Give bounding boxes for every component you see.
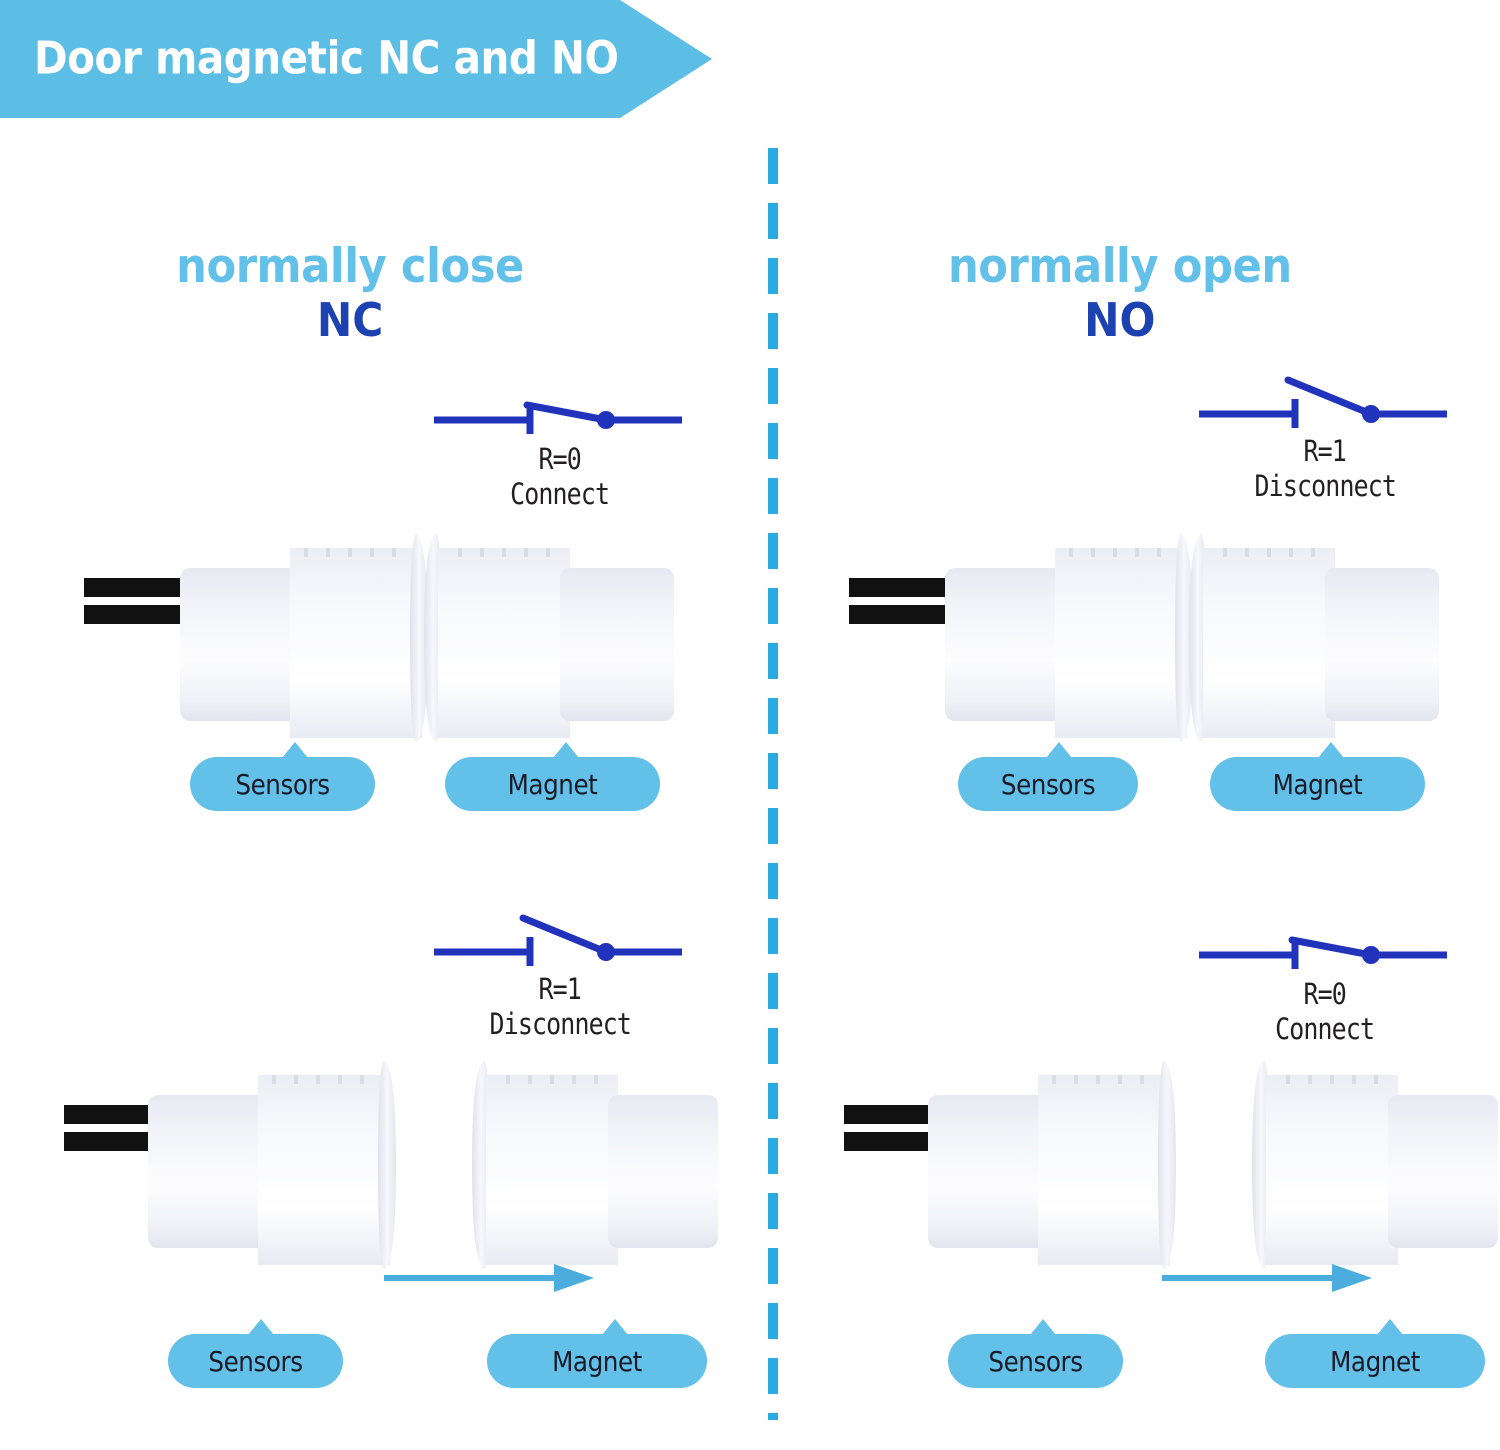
switch-symbol-nc-open: R=1 Disconnect bbox=[430, 910, 690, 1043]
column-heading-nc-abbr-text: NC bbox=[316, 293, 384, 347]
arrow-right-icon bbox=[384, 1264, 594, 1292]
callout-tail bbox=[1318, 742, 1344, 758]
move-arrow-no-closed bbox=[1160, 1262, 1380, 1299]
callout-magnet-label: Magnet bbox=[552, 1344, 642, 1378]
banner-title-text: Door magnetic NC and NO bbox=[34, 31, 619, 85]
callout-tail bbox=[553, 742, 579, 758]
switch-symbol-no-closed: R=0 Connect bbox=[1195, 915, 1455, 1048]
column-heading-no-title: normally open bbox=[800, 243, 1440, 290]
callout-tail bbox=[602, 1319, 628, 1335]
device-pair-nc-open bbox=[60, 1055, 720, 1280]
column-heading-nc-abbr: NC bbox=[30, 293, 670, 347]
sensor-magnet-assembly bbox=[84, 534, 674, 742]
switch-closed-icon bbox=[1199, 936, 1447, 969]
column-heading-no-abbr-text: NO bbox=[1084, 293, 1156, 347]
status-label: Disconnect bbox=[489, 1007, 631, 1042]
resistance-label: R=0 bbox=[538, 442, 582, 476]
arrow-right-icon bbox=[1162, 1264, 1372, 1292]
banner-title: Door magnetic NC and NO bbox=[34, 31, 683, 84]
sensor-magnet-assembly-separated bbox=[844, 1061, 1498, 1269]
switch-caption-no-open: R=1 Disconnect bbox=[1195, 434, 1455, 505]
callout-magnet-label: Magnet bbox=[507, 767, 598, 801]
callout-sensors-label: Sensors bbox=[208, 1344, 303, 1378]
callout-tail bbox=[1046, 742, 1072, 758]
callout-magnet-no-open: Magnet bbox=[1210, 742, 1425, 811]
callout-sensors-nc-closed: Sensors bbox=[190, 742, 375, 811]
callout-sensors-label: Sensors bbox=[988, 1344, 1083, 1378]
callout-sensors-no-closed: Sensors bbox=[948, 1319, 1123, 1388]
resistance-label: R=1 bbox=[538, 972, 582, 1006]
callout-tail bbox=[1377, 1319, 1403, 1335]
callout-sensors-label: Sensors bbox=[1000, 767, 1096, 801]
switch-symbol-no-open: R=1 Disconnect bbox=[1195, 372, 1455, 505]
move-arrow-nc-open bbox=[382, 1262, 602, 1299]
switch-open-icon bbox=[1199, 376, 1447, 428]
column-divider bbox=[768, 148, 778, 1420]
callout-sensors-nc-open: Sensors bbox=[168, 1319, 343, 1388]
switch-open-icon bbox=[434, 914, 682, 966]
status-label: Connect bbox=[510, 477, 610, 512]
resistance-label: R=1 bbox=[1303, 434, 1347, 468]
device-pair-nc-closed bbox=[80, 530, 680, 750]
switch-symbol-nc-closed: R=0 Connect bbox=[430, 380, 690, 513]
callout-magnet-nc-open: Magnet bbox=[487, 1319, 707, 1388]
switch-caption-nc-closed: R=0 Connect bbox=[430, 442, 690, 513]
magnet-flange bbox=[424, 534, 442, 742]
status-label: Disconnect bbox=[1254, 469, 1396, 504]
callout-tail bbox=[1030, 1319, 1056, 1335]
switch-closed-icon bbox=[434, 401, 682, 434]
column-heading-nc: normally close NC bbox=[30, 243, 670, 344]
sensor-magnet-assembly-separated bbox=[64, 1061, 718, 1269]
column-heading-no: normally open NO bbox=[800, 243, 1440, 344]
device-pair-no-closed bbox=[840, 1055, 1500, 1280]
status-label: Connect bbox=[1275, 1012, 1375, 1047]
device-pair-no-open bbox=[845, 530, 1445, 750]
column-heading-no-abbr: NO bbox=[800, 293, 1440, 347]
column-heading-nc-text: normally close bbox=[176, 239, 524, 294]
switch-caption-nc-open: R=1 Disconnect bbox=[430, 972, 690, 1043]
resistance-label: R=0 bbox=[1303, 977, 1347, 1011]
column-heading-no-text: normally open bbox=[948, 239, 1292, 294]
callout-sensors-no-open: Sensors bbox=[958, 742, 1138, 811]
column-heading-nc-title: normally close bbox=[30, 243, 670, 290]
ridge-notches bbox=[304, 548, 396, 557]
header-banner: Door magnetic NC and NO bbox=[0, 0, 712, 118]
switch-caption-no-closed: R=0 Connect bbox=[1195, 977, 1455, 1048]
callout-magnet-no-closed: Magnet bbox=[1265, 1319, 1485, 1388]
callout-magnet-label: Magnet bbox=[1272, 767, 1363, 801]
callout-sensors-label: Sensors bbox=[235, 767, 330, 801]
sensor-magnet-assembly bbox=[849, 534, 1439, 742]
callout-tail bbox=[282, 742, 308, 758]
callout-magnet-label: Magnet bbox=[1330, 1344, 1420, 1378]
banner-arrow-shape bbox=[0, 0, 712, 118]
callout-magnet-nc-closed: Magnet bbox=[445, 742, 660, 811]
callout-tail bbox=[248, 1319, 274, 1335]
